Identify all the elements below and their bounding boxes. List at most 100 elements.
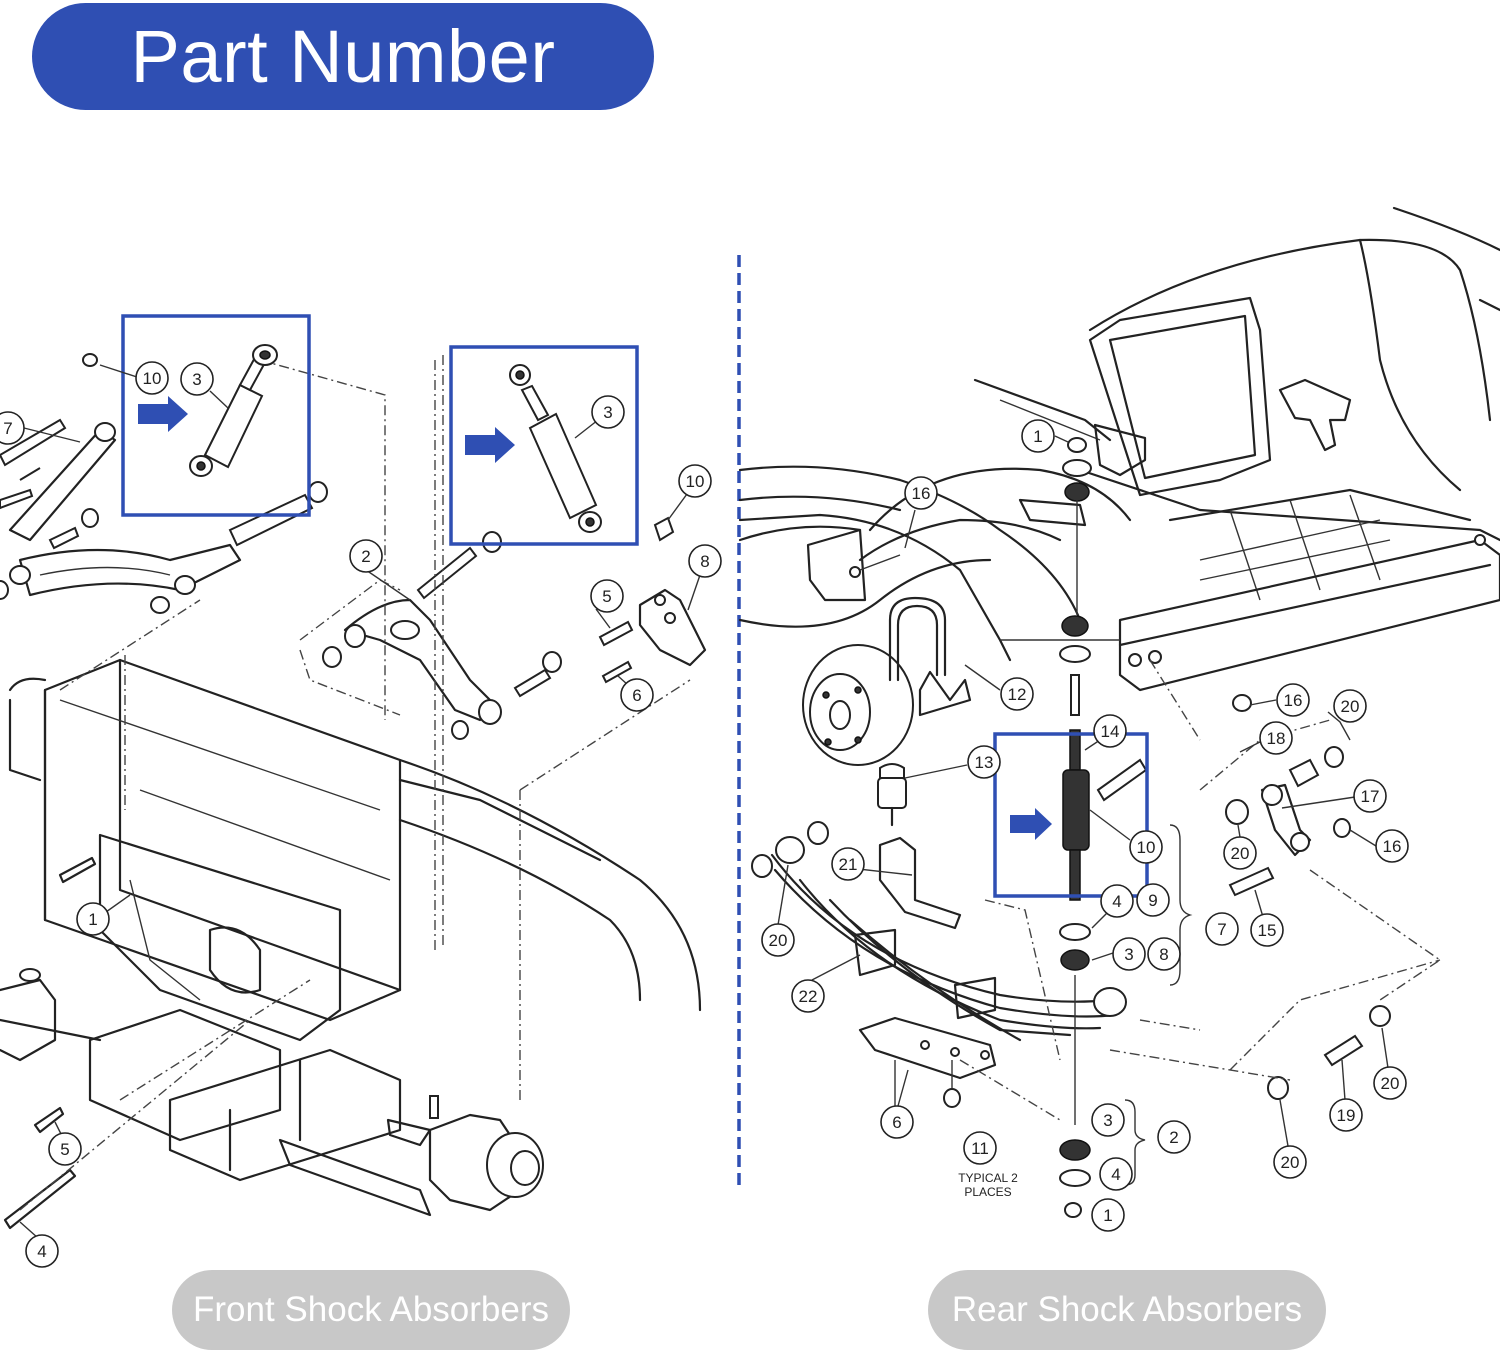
svg-text:2: 2	[1169, 1128, 1178, 1147]
callout-bubble: 7	[0, 411, 25, 445]
svg-text:20: 20	[1281, 1153, 1300, 1172]
svg-text:2: 2	[361, 547, 370, 566]
callout-bubble: 20	[1273, 1145, 1307, 1179]
rear-shock-highlight	[993, 732, 1149, 898]
rear-caption-badge: Rear Shock Absorbers	[928, 1270, 1326, 1350]
arrow-right-icon	[138, 396, 188, 432]
rear-caption: Rear Shock Absorbers	[951, 1290, 1303, 1329]
callout-bubble: 6	[880, 1105, 914, 1139]
callout-bubble: 2	[1157, 1120, 1191, 1154]
callout-bubble: 11	[963, 1131, 997, 1165]
callout-bubble: 4	[1100, 884, 1134, 918]
svg-text:4: 4	[1112, 892, 1121, 911]
callout-bubble: 16	[1276, 683, 1310, 717]
svg-text:10: 10	[143, 369, 162, 388]
callout-bubble: 20	[1333, 689, 1367, 723]
callout-bubble: 21	[831, 847, 865, 881]
front-shock-left	[82, 344, 278, 477]
svg-text:22: 22	[799, 987, 818, 1006]
callout-bubble: 20	[761, 923, 795, 957]
callout-bubble: 3	[1112, 937, 1146, 971]
front-caption: Front Shock Absorbers	[193, 1290, 549, 1329]
svg-text:6: 6	[892, 1113, 901, 1132]
svg-text:8: 8	[700, 552, 709, 571]
callout-bubble: 5	[590, 579, 624, 613]
svg-text:5: 5	[60, 1140, 69, 1159]
callout-bubble: 3	[591, 395, 625, 429]
arrow-right-icon	[1010, 808, 1052, 840]
rear-shock	[1059, 437, 1148, 1218]
callout-bubble: 16	[1375, 829, 1409, 863]
callout-bubble: 19	[1329, 1098, 1363, 1132]
svg-text:9: 9	[1148, 891, 1157, 910]
rear-callouts: 1 16 16 12 14 13 10 9 4 3 8 7 15 16 17 1…	[761, 419, 1409, 1232]
svg-text:10: 10	[686, 472, 705, 491]
callout-bubble: 9	[1136, 883, 1170, 917]
callout-bubble: 20	[1223, 836, 1257, 870]
typical-note-line2: PLACES	[964, 1185, 1011, 1199]
callout-bubble: 16	[904, 476, 938, 510]
svg-text:16: 16	[912, 484, 931, 503]
svg-text:6: 6	[632, 686, 641, 705]
svg-text:1: 1	[1103, 1206, 1112, 1225]
callout-bubble: 1	[1091, 1198, 1125, 1232]
svg-text:1: 1	[1033, 427, 1042, 446]
typical-note-line1: TYPICAL 2	[958, 1171, 1018, 1185]
front-callouts: 10 3 7 3 10 8 2 5 6 1 5 4	[0, 361, 722, 1268]
svg-text:20: 20	[769, 931, 788, 950]
svg-text:20: 20	[1231, 844, 1250, 863]
svg-text:5: 5	[602, 587, 611, 606]
svg-text:18: 18	[1267, 729, 1286, 748]
callout-bubble: 18	[1259, 721, 1293, 755]
callout-bubble: 20	[1373, 1066, 1407, 1100]
callout-bubble: 7	[1205, 912, 1239, 946]
callout-bubble: 1	[1021, 419, 1055, 453]
callout-bubble: 10	[1129, 830, 1163, 864]
callout-bubble: 14	[1093, 714, 1127, 748]
arrow-right-icon	[465, 427, 515, 463]
svg-text:16: 16	[1383, 837, 1402, 856]
callout-bubble: 10	[135, 361, 169, 395]
callout-bubble: 3	[1091, 1103, 1125, 1137]
svg-text:15: 15	[1258, 921, 1277, 940]
svg-text:3: 3	[192, 370, 201, 389]
svg-text:10: 10	[1137, 838, 1156, 857]
svg-text:12: 12	[1008, 685, 1027, 704]
svg-text:7: 7	[1217, 920, 1226, 939]
front-shock-highlight-left	[121, 314, 311, 517]
svg-text:3: 3	[1103, 1111, 1112, 1130]
callout-bubble: 3	[180, 362, 214, 396]
callout-bubble: 17	[1353, 779, 1387, 813]
callout-bubble: 4	[1099, 1157, 1133, 1191]
svg-text:4: 4	[1111, 1165, 1120, 1184]
svg-text:8: 8	[1159, 945, 1168, 964]
front-shock-highlight-right	[449, 345, 639, 546]
callout-bubble: 2	[349, 539, 383, 573]
svg-text:16: 16	[1284, 691, 1303, 710]
callout-bubble: 8	[688, 544, 722, 578]
svg-text:20: 20	[1381, 1074, 1400, 1093]
callout-bubble: 13	[967, 745, 1001, 779]
callout-bubble: 10	[678, 464, 712, 498]
rear-suspension-drawing	[738, 206, 1500, 1218]
page-title-badge: Part Number	[32, 3, 654, 110]
callout-bubble: 1	[76, 902, 110, 936]
page-title: Part Number	[130, 15, 556, 98]
front-shock-right	[509, 364, 602, 533]
callout-bubble: 5	[48, 1132, 82, 1166]
callout-bubble: 22	[791, 979, 825, 1013]
svg-text:4: 4	[37, 1242, 46, 1261]
front-caption-badge: Front Shock Absorbers	[172, 1270, 570, 1350]
callout-bubble: 15	[1250, 913, 1284, 947]
callout-bubble: 12	[1000, 677, 1034, 711]
svg-text:1: 1	[88, 910, 97, 929]
callout-bubble: 4	[25, 1234, 59, 1268]
svg-text:3: 3	[603, 403, 612, 422]
svg-text:14: 14	[1101, 722, 1120, 741]
front-suspension-drawing	[0, 314, 707, 1239]
svg-text:20: 20	[1341, 697, 1360, 716]
callout-bubble: 8	[1147, 937, 1181, 971]
svg-text:13: 13	[975, 753, 994, 772]
svg-text:17: 17	[1361, 787, 1380, 806]
